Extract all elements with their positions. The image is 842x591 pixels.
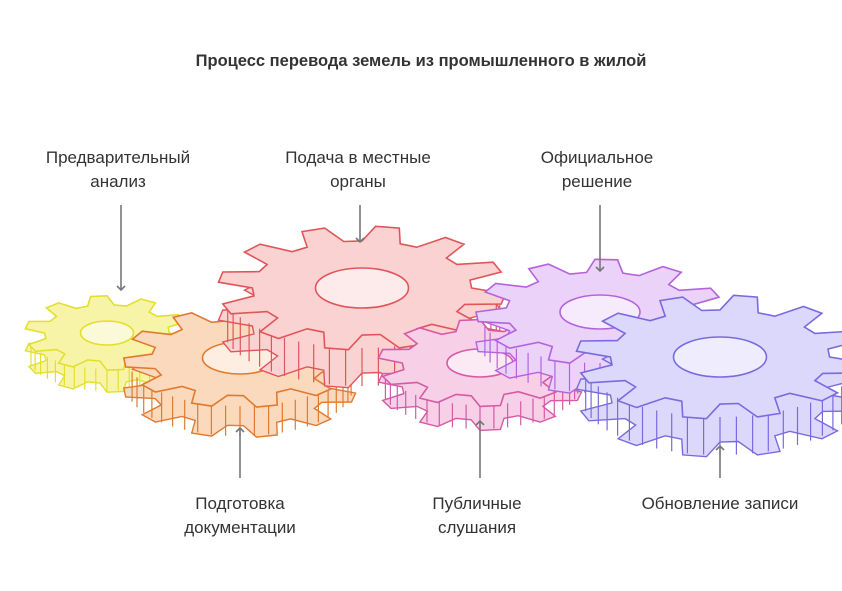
gear-hole bbox=[79, 320, 135, 346]
step-label-public-hearings: Публичные слушания bbox=[432, 494, 522, 537]
step-label-documentation: Подготовка документации bbox=[184, 494, 296, 537]
gear-hole bbox=[314, 267, 410, 309]
step-label-preliminary-analysis: Предварительный анализ bbox=[45, 148, 191, 191]
step-label-official-decision: Официальное решение bbox=[540, 148, 654, 191]
step-label-record-update: Обновление записи bbox=[641, 494, 799, 513]
step-label-submission: Подача в местные органы bbox=[285, 148, 431, 191]
gear-record-update bbox=[575, 294, 842, 458]
gear-hole bbox=[672, 336, 768, 378]
diagram-title: Процесс перевода земель из промышленного… bbox=[195, 52, 647, 70]
